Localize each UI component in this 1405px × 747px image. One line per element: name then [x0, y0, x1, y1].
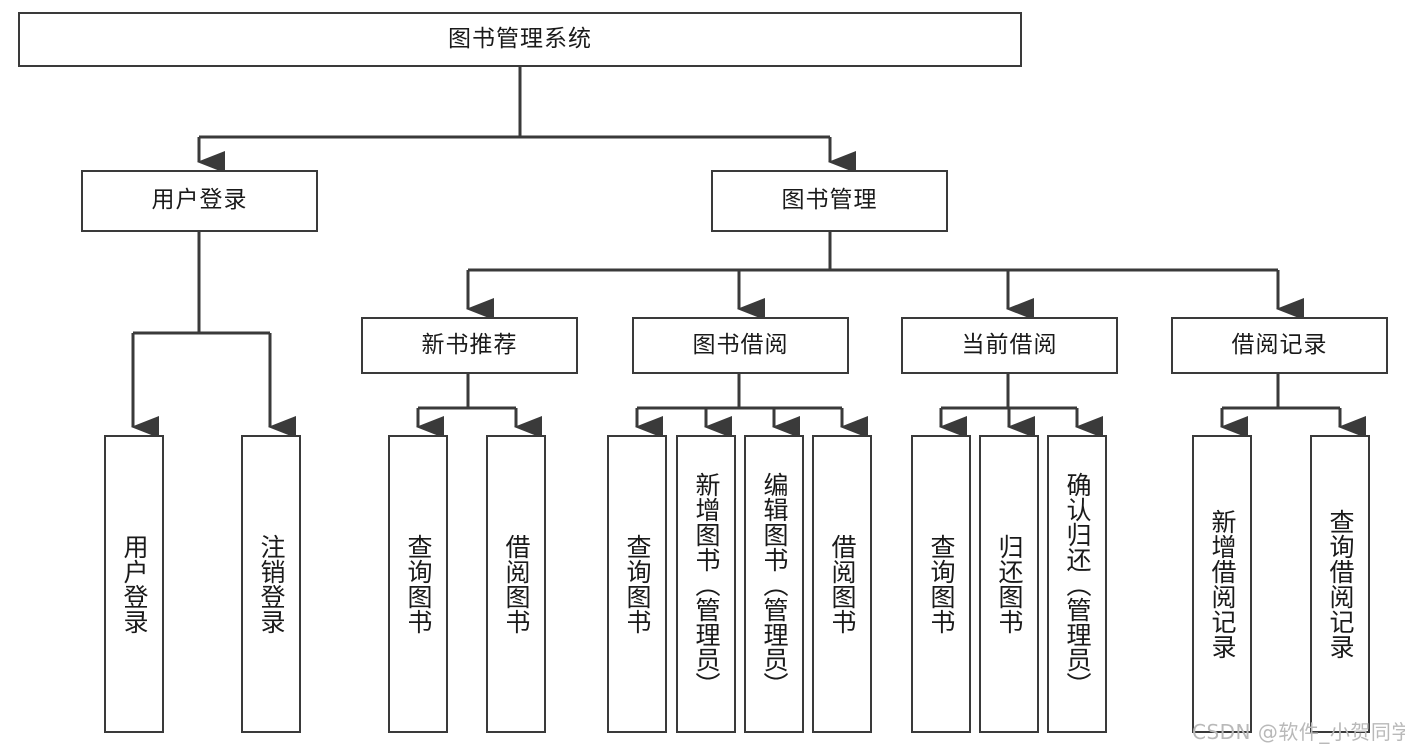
node-book-borrow[interactable]: 图书借阅 — [632, 317, 849, 374]
node-new-book-recommend-label: 新书推荐 — [421, 331, 518, 358]
node-leaf-current-query-book[interactable]: 查询图书 — [911, 435, 971, 733]
node-leaf-current-query-book-label: 查询图书 — [927, 534, 956, 634]
node-borrow-record-label: 借阅记录 — [1231, 331, 1328, 358]
node-root[interactable]: 图书管理系统 — [18, 12, 1022, 67]
node-leaf-return-book-label: 归还图书 — [995, 534, 1024, 634]
node-leaf-user-login-label: 用户登录 — [120, 534, 149, 634]
node-leaf-query-borrow-record[interactable]: 查询借阅记录 — [1310, 435, 1370, 733]
node-leaf-borrow-book[interactable]: 借阅图书 — [812, 435, 872, 733]
node-user-login[interactable]: 用户登录 — [81, 170, 318, 232]
node-leaf-return-book[interactable]: 归还图书 — [979, 435, 1039, 733]
node-leaf-borrow-book-label: 借阅图书 — [828, 534, 857, 634]
node-user-login-label: 用户登录 — [151, 187, 248, 214]
node-book-manage[interactable]: 图书管理 — [711, 170, 948, 232]
node-leaf-edit-book-admin[interactable]: 编辑图书（管理员） — [744, 435, 804, 733]
node-book-manage-label: 图书管理 — [781, 187, 878, 214]
node-leaf-recommend-query-book[interactable]: 查询图书 — [388, 435, 448, 733]
node-borrow-record[interactable]: 借阅记录 — [1171, 317, 1388, 374]
node-leaf-recommend-query-book-label: 查询图书 — [404, 534, 433, 634]
node-leaf-recommend-borrow-book-label: 借阅图书 — [502, 534, 531, 634]
node-new-book-recommend[interactable]: 新书推荐 — [361, 317, 578, 374]
node-leaf-edit-book-admin-label: 编辑图书（管理员） — [760, 471, 789, 697]
node-root-label: 图书管理系统 — [448, 25, 592, 52]
node-leaf-query-borrow-record-label: 查询借阅记录 — [1326, 509, 1355, 659]
node-leaf-borrow-query-book-label: 查询图书 — [623, 534, 652, 634]
node-leaf-add-book-admin[interactable]: 新增图书（管理员） — [676, 435, 736, 733]
node-leaf-confirm-return-admin[interactable]: 确认归还（管理员） — [1047, 435, 1107, 733]
csdn-watermark: CSDN @软件_小贺同学 — [1192, 720, 1405, 744]
node-current-borrow[interactable]: 当前借阅 — [901, 317, 1118, 374]
node-leaf-add-book-admin-label: 新增图书（管理员） — [692, 471, 721, 697]
node-leaf-user-login[interactable]: 用户登录 — [104, 435, 164, 733]
node-book-borrow-label: 图书借阅 — [692, 331, 789, 358]
node-leaf-confirm-return-admin-label: 确认归还（管理员） — [1063, 471, 1092, 697]
node-leaf-add-borrow-record-label: 新增借阅记录 — [1208, 509, 1237, 659]
node-current-borrow-label: 当前借阅 — [961, 331, 1058, 358]
node-leaf-add-borrow-record[interactable]: 新增借阅记录 — [1192, 435, 1252, 733]
node-leaf-recommend-borrow-book[interactable]: 借阅图书 — [486, 435, 546, 733]
node-leaf-logout[interactable]: 注销登录 — [241, 435, 301, 733]
node-leaf-borrow-query-book[interactable]: 查询图书 — [607, 435, 667, 733]
node-leaf-logout-label: 注销登录 — [257, 534, 286, 634]
